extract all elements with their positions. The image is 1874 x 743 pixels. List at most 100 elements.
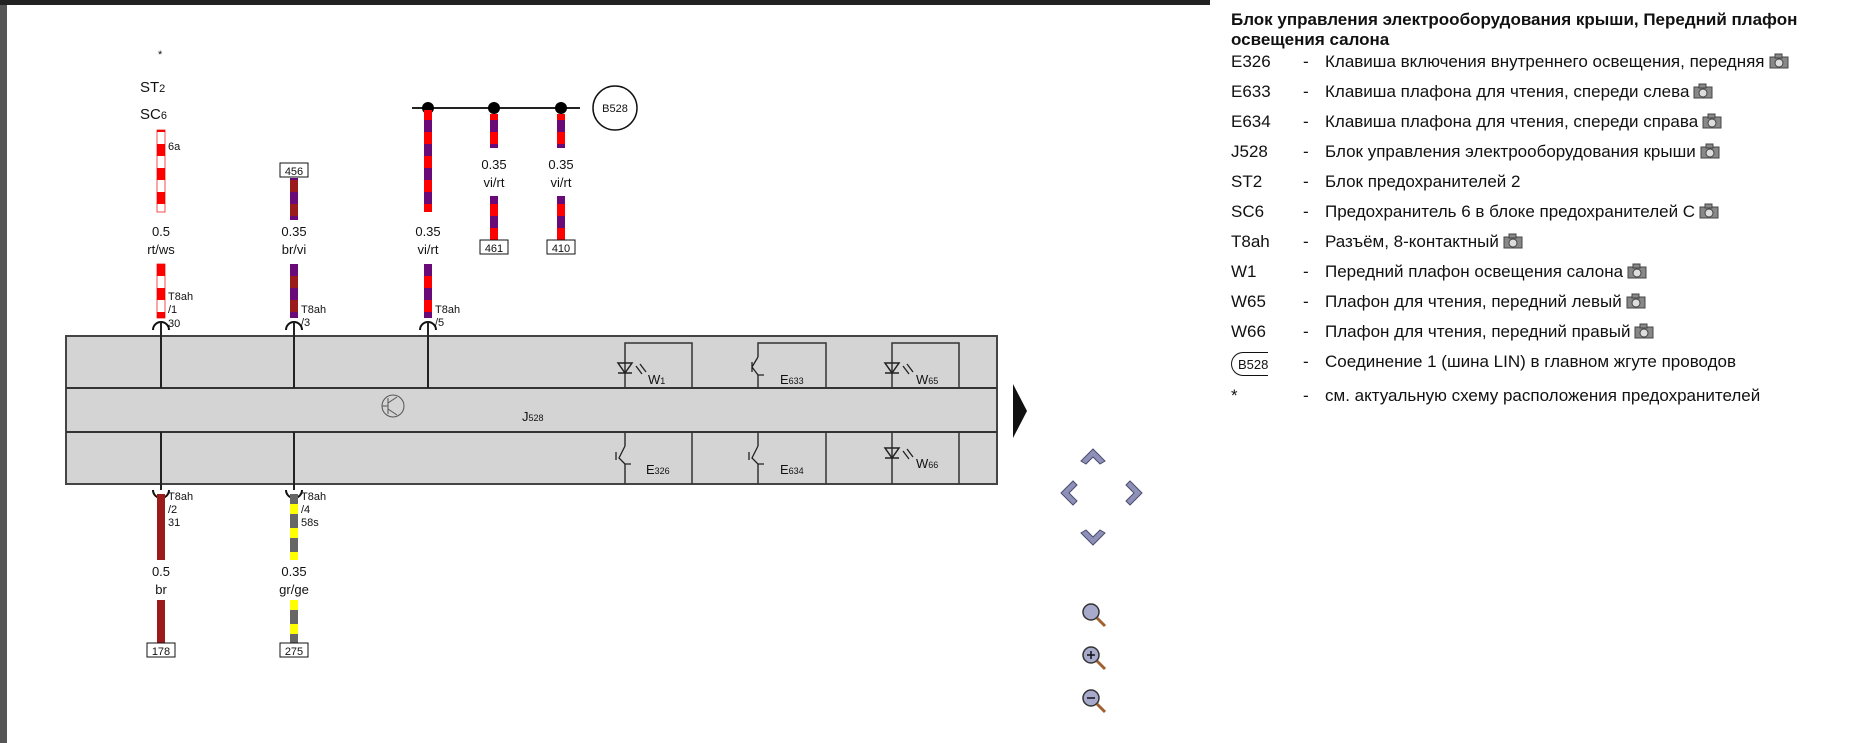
legend-dash: - bbox=[1303, 292, 1309, 311]
legend-item: T8ah -Разъём, 8-контактный bbox=[1231, 232, 1871, 252]
lamp-icon bbox=[616, 362, 634, 375]
wire-vi-rt[interactable] bbox=[557, 114, 565, 148]
wire-color: br bbox=[155, 582, 167, 597]
camera-icon[interactable] bbox=[1627, 263, 1647, 279]
ref-box[interactable] bbox=[279, 642, 309, 658]
pan-right-icon[interactable] bbox=[1125, 480, 1143, 506]
legend-dash: - bbox=[1303, 232, 1309, 251]
component-w1[interactable]: W1 bbox=[616, 342, 693, 388]
legend-description-text: Клавиша плафона для чтения, спереди спра… bbox=[1325, 112, 1699, 131]
zoom-fit-icon[interactable] bbox=[1082, 603, 1107, 628]
wire-vi-rt[interactable] bbox=[490, 196, 498, 240]
connector-label: T8ah bbox=[168, 291, 193, 303]
legend-code: B528 bbox=[1231, 352, 1303, 376]
legend-dash: - bbox=[1303, 202, 1309, 221]
wire-br-vi[interactable] bbox=[290, 178, 298, 220]
switch-icon bbox=[615, 445, 631, 465]
pan-down-icon[interactable] bbox=[1080, 529, 1106, 546]
camera-icon[interactable] bbox=[1699, 203, 1719, 219]
legend-item: W65 -Плафон для чтения, передний левый bbox=[1231, 292, 1871, 312]
wire-vi-rt[interactable] bbox=[490, 114, 498, 148]
legend-item: E633-Клавиша плафона для чтения, спереди… bbox=[1231, 82, 1871, 102]
wire-size: 0.35 bbox=[415, 224, 440, 239]
legend-description: Клавиша включения внутреннего освещения,… bbox=[1325, 52, 1871, 72]
camera-icon[interactable] bbox=[1634, 323, 1654, 339]
camera-icon[interactable] bbox=[1693, 83, 1713, 99]
component-e633[interactable]: E633 bbox=[751, 342, 827, 388]
fuse-sc6-label: SC6 bbox=[140, 106, 167, 123]
legend-description: Плафон для чтения, передний левый bbox=[1325, 292, 1871, 312]
legend-description-text: Плафон для чтения, передний правый bbox=[1325, 322, 1631, 341]
legend-code: T8ah bbox=[1231, 232, 1270, 251]
component-e326[interactable]: E326 bbox=[615, 432, 693, 484]
legend-description: Предохранитель 6 в блоке предохранителей… bbox=[1325, 202, 1871, 222]
wire-vi-rt[interactable] bbox=[557, 196, 565, 240]
wire-br-vi[interactable] bbox=[290, 264, 298, 318]
legend-description-text: Предохранитель 6 в блоке предохранителей… bbox=[1325, 202, 1696, 221]
camera-icon[interactable] bbox=[1702, 113, 1722, 129]
pan-up-icon[interactable] bbox=[1080, 448, 1106, 465]
legend-code: W1 bbox=[1231, 262, 1257, 281]
expand-right-arrow-icon[interactable] bbox=[1013, 384, 1027, 438]
legend-dash: - bbox=[1303, 52, 1309, 71]
camera-icon[interactable] bbox=[1503, 233, 1523, 249]
wire-br[interactable] bbox=[157, 600, 165, 644]
legend-description: Блок управления электрооборудования крыш… bbox=[1325, 142, 1871, 162]
legend-description-text: Блок предохранителей 2 bbox=[1325, 172, 1521, 191]
wire-gr-ge[interactable] bbox=[290, 494, 298, 560]
wire-gr-ge[interactable] bbox=[290, 600, 298, 644]
camera-icon[interactable] bbox=[1769, 53, 1789, 69]
legend-item: W1-Передний плафон освещения салона bbox=[1231, 262, 1871, 282]
camera-icon[interactable] bbox=[1626, 293, 1646, 309]
legend-dash: - bbox=[1303, 172, 1309, 191]
legend-description: Разъём, 8-контактный bbox=[1325, 232, 1871, 252]
legend-item: W66-Плафон для чтения, передний правый bbox=[1231, 322, 1871, 342]
wire-size: 0.35 bbox=[281, 224, 306, 239]
legend-description-text: Соединение 1 (шина LIN) в главном жгуте … bbox=[1325, 352, 1737, 371]
ref-box[interactable] bbox=[546, 239, 576, 255]
connector-pin: /5 bbox=[435, 317, 444, 329]
component-label: W65 bbox=[916, 372, 938, 387]
connector-label: T8ah bbox=[301, 491, 326, 503]
splice-b528[interactable]: B528 bbox=[592, 85, 638, 131]
wire-rt-ws[interactable] bbox=[156, 129, 166, 213]
wire-size: 0.5 bbox=[152, 224, 170, 239]
legend-description: см. актуальную схему расположения предох… bbox=[1325, 386, 1871, 406]
component-w66[interactable]: W66 bbox=[883, 432, 960, 484]
legend-description: Передний плафон освещения салона bbox=[1325, 262, 1871, 282]
legend-code: * bbox=[1231, 386, 1238, 405]
ref-box-label: 178 bbox=[152, 646, 170, 658]
light-rays-icon bbox=[902, 363, 914, 375]
ref-box[interactable] bbox=[479, 239, 509, 255]
legend-code: W65 bbox=[1231, 292, 1266, 311]
legend-code: SC6 bbox=[1231, 202, 1265, 221]
window-top-border bbox=[0, 0, 1210, 5]
legend-dash: - bbox=[1303, 82, 1309, 101]
ref-box[interactable] bbox=[279, 162, 309, 178]
wire-color: vi/rt bbox=[484, 175, 505, 190]
legend-item: E326-Клавиша включения внутреннего освещ… bbox=[1231, 52, 1871, 72]
wire-color: vi/rt bbox=[551, 175, 572, 190]
legend-item: J528-Блок управления электрооборудования… bbox=[1231, 142, 1871, 162]
component-w65[interactable]: W65 bbox=[883, 342, 960, 388]
legend-description-text: Разъём, 8-контактный bbox=[1325, 232, 1499, 251]
component-e634[interactable]: E634 bbox=[748, 432, 827, 484]
zoom-in-icon[interactable] bbox=[1082, 646, 1107, 671]
control-unit-j528[interactable]: J528 bbox=[65, 335, 998, 485]
connector-pin: /2 bbox=[168, 504, 177, 516]
ref-box-label: 456 bbox=[285, 166, 303, 178]
zoom-out-icon[interactable] bbox=[1082, 689, 1107, 714]
wire-br[interactable] bbox=[157, 494, 165, 560]
wire-vi-rt[interactable] bbox=[424, 110, 432, 212]
legend-description-text: см. актуальную схему расположения предох… bbox=[1325, 386, 1761, 405]
wire-vi-rt[interactable] bbox=[424, 264, 432, 318]
wire-rt-ws[interactable] bbox=[156, 263, 166, 319]
legend-dash: - bbox=[1303, 142, 1309, 161]
camera-icon[interactable] bbox=[1700, 143, 1720, 159]
ref-box[interactable] bbox=[146, 642, 176, 658]
legend-description-text: Плафон для чтения, передний левый bbox=[1325, 292, 1622, 311]
legend-item: B528-Соединение 1 (шина LIN) в главном ж… bbox=[1231, 352, 1871, 376]
pan-left-icon[interactable] bbox=[1060, 480, 1078, 506]
legend-panel: Блок управления электрооборудования крыш… bbox=[1231, 10, 1871, 416]
